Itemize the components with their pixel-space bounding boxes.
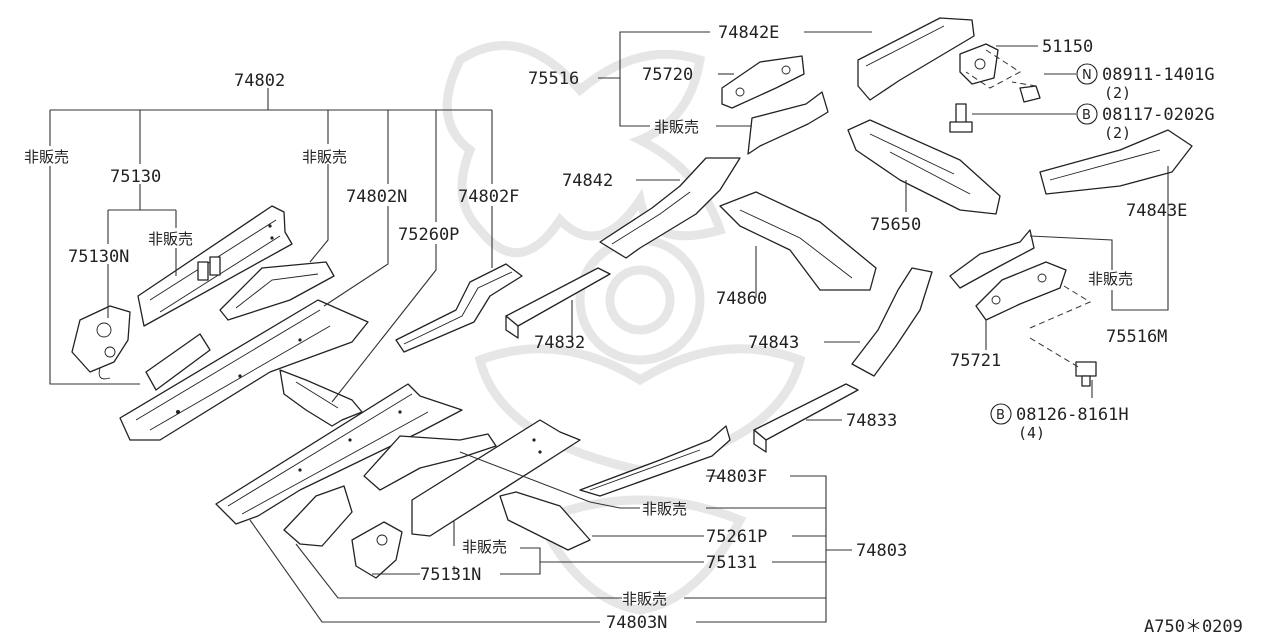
watermark-emblem [442,41,806,615]
label-75131N: 75131N [420,565,481,585]
label-nonsale-75516: 非販売 [654,118,699,136]
label-75650: 75650 [870,215,921,235]
part-75721-bracket [975,261,1067,321]
label-74842E: 74842E [718,23,779,43]
label-75130: 75130 [110,167,161,187]
part-74802-member [119,299,369,441]
part-74842-rail [599,157,741,259]
bolt-callout-letter-1: B [1082,108,1091,123]
part-74802N-bracket [279,369,363,427]
label-08117: 08117-0202G [1102,105,1215,125]
label-74843E: 74843E [1126,201,1187,221]
nut-callout-circle [1076,63,1098,85]
label-75260P: 75260P [398,225,459,245]
part-75130-panel [137,205,293,327]
bolt-callout-circle-2 [990,403,1012,425]
label-74802F: 74802F [458,187,519,207]
part-nonsale-floor [363,433,497,491]
label-75131: 75131 [706,553,757,573]
bolt-callout-letter-2: B [996,408,1005,423]
label-75130N: 75130N [68,247,129,267]
part-74843E-rail [1039,129,1193,195]
label-74803F: 74803F [706,467,767,487]
label-74832: 74832 [534,333,585,353]
part-nonsale-upper [219,261,335,321]
label-74803N: 74803N [606,613,667,633]
qty-08117: (2) [1104,124,1131,142]
part-74860-member [719,191,877,291]
label-75516: 75516 [528,69,579,89]
part-75516M-nonsale [949,229,1035,289]
part-74832-channel [505,267,611,339]
label-08126: 08126-8161H [1016,405,1129,425]
part-nonsale-lower [283,485,353,547]
label-nonsale-bottom: 非販売 [622,590,667,608]
label-nonsale-75131: 非販売 [462,538,507,556]
label-74842: 74842 [562,171,613,191]
qty-08126: (4) [1018,424,1045,442]
bolt-callout-circle-1 [1076,103,1098,125]
part-74833-channel [753,383,859,453]
part-labels: 74802 非販売 75130 非販売 75130N 非販売 74802N 74… [24,23,1243,637]
figure-code: A750＊0209 [1144,617,1243,637]
label-nonsale-left: 非販売 [24,148,69,166]
part-74803-member [215,383,463,525]
part-74803F-rail [579,425,731,497]
part-74843-rail [851,267,933,377]
label-nonsale-75130: 非販売 [148,230,193,248]
part-75130N-bracket [71,305,131,380]
part-nut [1019,85,1041,103]
part-75650-panel [847,119,1001,215]
label-08911: 08911-1401G [1102,65,1215,85]
part-75516-nonsale [747,91,829,155]
label-75720: 75720 [642,65,693,85]
part-51150-bracket [959,43,999,85]
label-74843: 74843 [748,333,799,353]
part-75261P-bracket [499,491,591,551]
label-51150: 51150 [1042,37,1093,57]
label-nonsale-74803: 非販売 [642,500,687,518]
part-74842E-rail [857,17,975,101]
leader-lines [49,31,1169,623]
part-75131-panel [411,419,581,537]
part-bolt-08126 [1075,361,1097,387]
label-74802N: 74802N [346,187,407,207]
part-75720-bracket [721,55,805,109]
label-74803: 74803 [856,541,907,561]
label-nonsale-upper: 非販売 [302,148,347,166]
qty-08911: (2) [1104,84,1131,102]
part-bolt-08117 [949,103,973,133]
label-74833: 74833 [846,411,897,431]
label-75261P: 75261P [706,527,767,547]
label-74802: 74802 [234,71,285,91]
label-nonsale-75516M: 非販売 [1088,270,1133,288]
label-74860: 74860 [716,289,767,309]
part-74802F-rail [395,263,523,353]
nut-callout-letter: N [1082,68,1092,83]
label-75721: 75721 [950,351,1001,371]
part-75131N-bracket [351,521,403,579]
label-75516M: 75516M [1106,327,1167,347]
